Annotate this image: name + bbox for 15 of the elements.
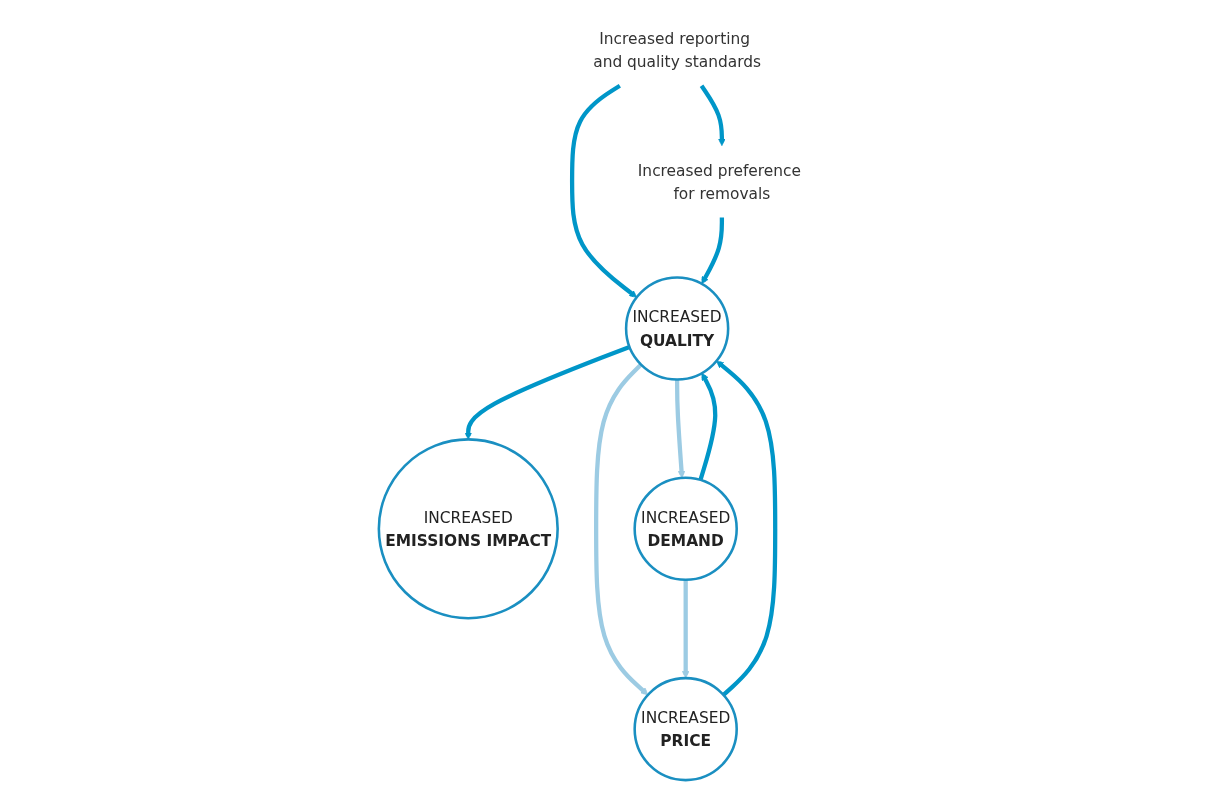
node-text: Increased reporting and quality standards bbox=[593, 29, 762, 71]
arrow bbox=[699, 84, 726, 146]
arrow bbox=[716, 360, 778, 697]
arrow bbox=[464, 344, 631, 440]
node-circle: INCREASED EMISSIONS IMPACT bbox=[377, 438, 559, 620]
arrow bbox=[594, 363, 649, 696]
arrow bbox=[681, 579, 690, 679]
arrow bbox=[569, 83, 638, 298]
node-circle: INCREASED QUALITY bbox=[624, 276, 730, 381]
arrow bbox=[701, 217, 724, 285]
node-circle: INCREASED DEMAND bbox=[633, 476, 738, 582]
node-text: Increased preference for removals bbox=[637, 161, 802, 203]
node-circle: INCREASED PRICE bbox=[633, 676, 738, 782]
arrow bbox=[698, 372, 718, 481]
arrow bbox=[675, 379, 686, 479]
